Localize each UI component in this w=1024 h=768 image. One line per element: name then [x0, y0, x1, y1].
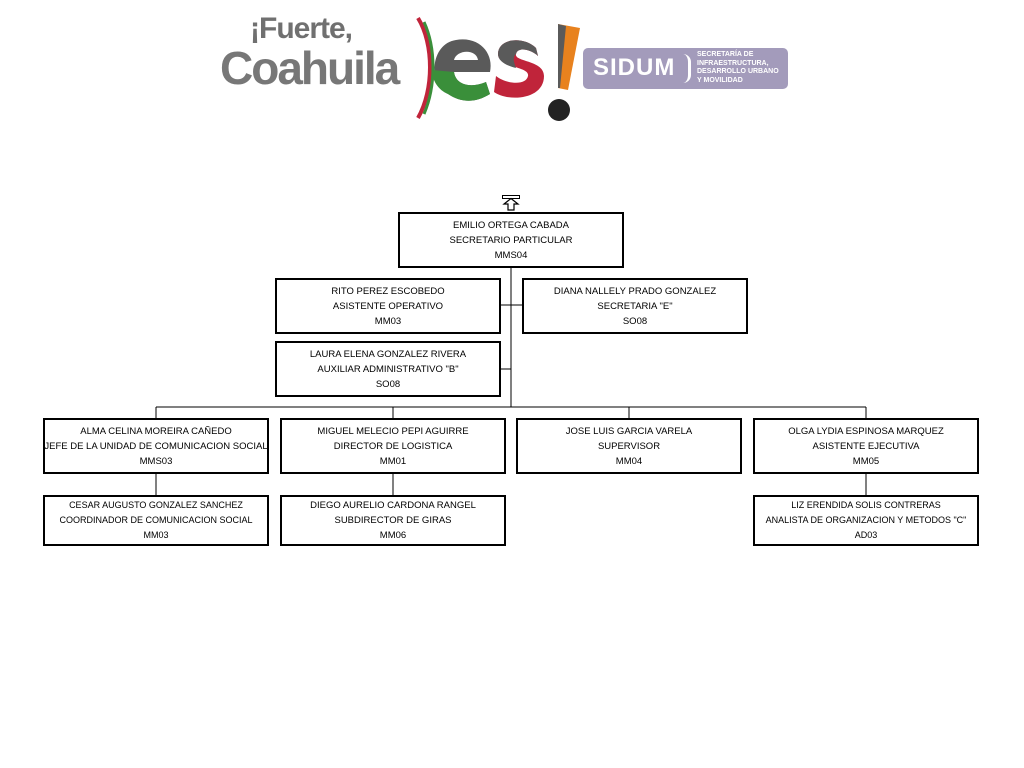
up-arrow-icon[interactable] [502, 195, 520, 211]
sidum-logo: SIDUM SECRETARÍA DE INFRAESTRUCTURA, DES… [583, 48, 788, 89]
node-title: JEFE DE LA UNIDAD DE COMUNICACION SOCIAL [44, 440, 268, 452]
node-title: SUPERVISOR [597, 440, 661, 452]
org-node-comunicacion-social: ALMA CELINA MOREIRA CAÑEDO JEFE DE LA UN… [43, 418, 269, 474]
node-name: RITO PEREZ ESCOBEDO [331, 285, 445, 297]
sidum-subtitle-line: Y MOVILIDAD [697, 76, 743, 84]
sidum-divider [683, 54, 691, 83]
node-code: MM03 [143, 530, 169, 540]
node-title: SECRETARIA "E" [597, 300, 673, 312]
fuerte-logo-line1: ¡Fuerte, [250, 12, 353, 45]
node-name: LIZ ERENDIDA SOLIS CONTRERAS [791, 500, 941, 510]
node-code: MM05 [852, 455, 880, 467]
node-name: LAURA ELENA GONZALEZ RIVERA [309, 348, 467, 360]
fuerte-logo-line2: Coahuila [220, 42, 400, 94]
org-node-asistente-operativo: RITO PEREZ ESCOBEDO ASISTENTE OPERATIVO … [275, 278, 501, 334]
node-name: DIANA NALLELY PRADO GONZALEZ [553, 285, 717, 297]
node-title: SECRETARIO PARTICULAR [449, 234, 573, 246]
header: ¡Fuerte, Coahuila SIDUM SECRETARÍA DE IN… [0, 0, 1024, 130]
org-node-director-logistica: MIGUEL MELECIO PEPI AGUIRRE DIRECTOR DE … [280, 418, 506, 474]
node-title: ASISTENTE EJECUTIVA [812, 440, 920, 452]
node-name: ALMA CELINA MOREIRA CAÑEDO [80, 425, 232, 437]
node-code: SO08 [622, 315, 648, 327]
node-name: DIEGO AURELIO CARDONA RANGEL [310, 500, 476, 511]
node-code: AD03 [854, 530, 878, 540]
node-title: COORDINADOR DE COMUNICACION SOCIAL [59, 515, 253, 525]
node-name: JOSE LUIS GARCIA VARELA [565, 425, 693, 437]
org-node-secretario-particular: EMILIO ORTEGA CABADA SECRETARIO PARTICUL… [398, 212, 624, 268]
node-title: SUBDIRECTOR DE GIRAS [334, 515, 452, 526]
node-code: MM01 [379, 455, 407, 467]
node-name: OLGA LYDIA ESPINOSA MARQUEZ [788, 425, 944, 437]
node-name: EMILIO ORTEGA CABADA [453, 219, 569, 231]
node-code: MMS04 [494, 249, 528, 261]
org-node-asistente-ejecutiva: OLGA LYDIA ESPINOSA MARQUEZ ASISTENTE EJ… [753, 418, 979, 474]
org-node-coordinador-comunicacion: CESAR AUGUSTO GONZALEZ SANCHEZ COORDINAD… [43, 495, 269, 546]
sidum-subtitle-line: INFRAESTRUCTURA, [697, 59, 769, 67]
org-node-subdirector-giras: DIEGO AURELIO CARDONA RANGEL SUBDIRECTOR… [280, 495, 506, 546]
node-code: MMS03 [139, 455, 173, 467]
org-node-supervisor: JOSE LUIS GARCIA VARELA SUPERVISOR MM04 [516, 418, 742, 474]
sidum-subtitle-line: DESARROLLO URBANO [697, 68, 779, 75]
node-name: MIGUEL MELECIO PEPI AGUIRRE [317, 425, 469, 437]
es-logo-icon [416, 16, 580, 121]
node-title: AUXILIAR ADMINISTRATIVO "B" [317, 363, 459, 375]
node-name: CESAR AUGUSTO GONZALEZ SANCHEZ [69, 500, 243, 510]
sidum-subtitle-line: SECRETARÍA DE [697, 51, 754, 58]
node-code: SO08 [375, 378, 401, 390]
org-node-auxiliar-administrativo: LAURA ELENA GONZALEZ RIVERA AUXILIAR ADM… [275, 341, 501, 397]
node-code: MM06 [379, 530, 407, 541]
node-code: MM04 [615, 455, 643, 467]
sidum-name: SIDUM [593, 54, 676, 81]
node-title: ANALISTA DE ORGANIZACION Y METODOS "C" [765, 515, 967, 525]
node-title: ASISTENTE OPERATIVO [332, 300, 444, 312]
org-node-analista-organizacion: LIZ ERENDIDA SOLIS CONTRERAS ANALISTA DE… [753, 495, 979, 546]
node-code: MM03 [374, 315, 402, 327]
node-title: DIRECTOR DE LOGISTICA [333, 440, 453, 452]
sidum-subtitle: SECRETARÍA DE INFRAESTRUCTURA, DESARROLL… [697, 51, 787, 85]
org-node-secretaria-e: DIANA NALLELY PRADO GONZALEZ SECRETARIA … [522, 278, 748, 334]
